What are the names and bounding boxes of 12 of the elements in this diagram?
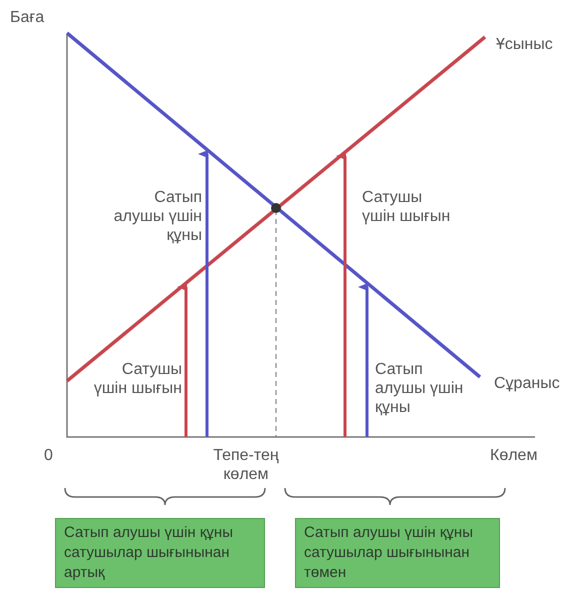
annotation-text: Сатып алушы үшін құны (375, 360, 464, 417)
note-box: Сатып алушы үшін құны сатушылар шығынынан артық (55, 518, 265, 588)
axis-tick-label: Тепе-тең көлем (212, 446, 280, 484)
annotation-text: Сатушы үшін шығын (362, 188, 452, 226)
curve-label: Сұраныс (494, 374, 561, 393)
curve-label: Ұсыныс (496, 35, 554, 54)
annotation-text: Сатушы үшін шығын (92, 360, 182, 398)
axis-origin: 0 (44, 446, 54, 465)
axis-title: Баға (10, 8, 46, 27)
annotation-text: Сатып алушы үшін құны (112, 188, 202, 245)
note-box: Сатып алушы үшін құны сатушылар шығынынан төмен (295, 518, 500, 588)
axis-title: Көлем (490, 446, 538, 465)
